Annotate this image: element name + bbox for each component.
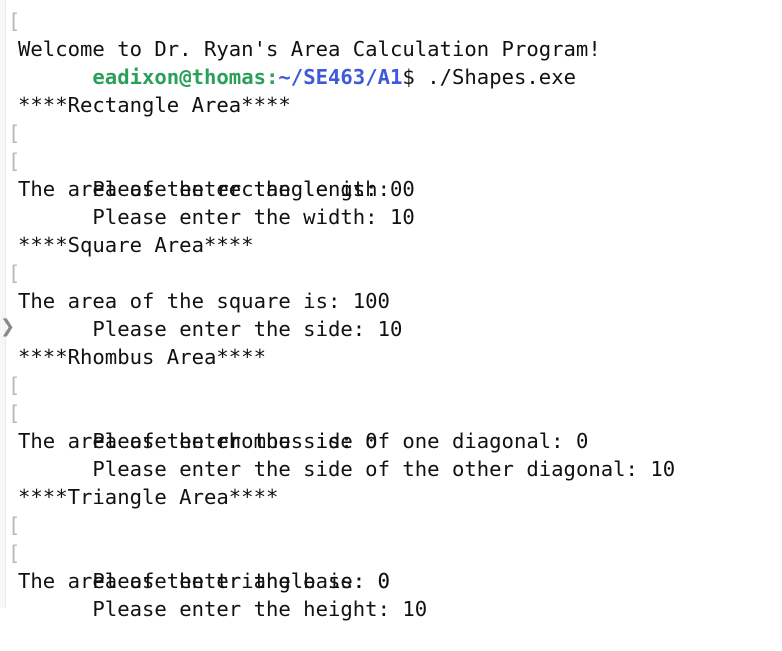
rhombus-diagonal1-prompt: [ Please enter the side of one diagonal:… <box>8 371 778 453</box>
input-marker: [ <box>8 261 21 285</box>
input-marker: [ <box>8 401 21 425</box>
square-side-text: Please enter the side: 10 <box>92 317 403 341</box>
input-marker: [ <box>8 513 21 537</box>
blank-line <box>18 63 778 91</box>
rhombus-header: ****Rhombus Area**** <box>18 345 266 369</box>
blank-line <box>18 315 778 343</box>
square-result: The area of the square is: 100 <box>18 289 390 313</box>
prompt-separator: : <box>266 65 279 89</box>
rectangle-width-prompt: [ Please enter the width: 10 <box>8 147 778 229</box>
welcome-line: Welcome to Dr. Ryan's Area Calculation P… <box>18 37 601 61</box>
rectangle-width-text: Please enter the width: 10 <box>92 205 415 229</box>
rectangle-length-prompt: [ Please enter the length: 0 <box>8 119 778 201</box>
blank-line <box>18 455 778 483</box>
chevron-right-icon[interactable]: ❯ <box>0 316 16 337</box>
command-line: [ eadixon@thomas:~/SE463/A1$ ./Shapes.ex… <box>8 7 778 89</box>
terminal-window[interactable]: ❯ [ eadixon@thomas:~/SE463/A1$ ./Shapes.… <box>0 0 782 621</box>
square-side-prompt: [ Please enter the side: 10 <box>8 259 778 341</box>
rectangle-length-text: Please enter the length: 0 <box>92 177 415 201</box>
command-text: ./Shapes.exe <box>414 65 576 89</box>
input-marker: [ <box>8 541 21 565</box>
rhombus-diagonal1-text: Please enter the side of one diagonal: 0 <box>92 429 589 453</box>
rhombus-diagonal2-text: Please enter the side of the other diago… <box>92 457 676 481</box>
prompt-path: ~/SE463/A1 <box>278 65 403 89</box>
window-edge <box>0 0 6 608</box>
input-marker: [ <box>8 121 21 145</box>
input-marker: [ <box>8 373 21 397</box>
prompt-user-host: eadixon@thomas <box>92 65 266 89</box>
rhombus-diagonal2-prompt: [ Please enter the side of the other dia… <box>8 399 778 481</box>
triangle-result: The area of the triangle is: 0 <box>18 569 390 593</box>
triangle-header: ****Triangle Area**** <box>18 485 279 509</box>
rectangle-result: The area of the rectangle is: 0 <box>18 177 403 201</box>
terminal-output: [ eadixon@thomas:~/SE463/A1$ ./Shapes.ex… <box>8 7 778 621</box>
blank-line <box>18 203 778 231</box>
triangle-base-text: Please enter the base: 0 <box>92 569 390 593</box>
rectangle-header: ****Rectangle Area**** <box>18 93 291 117</box>
square-header: ****Square Area**** <box>18 233 254 257</box>
triangle-height-text: Please enter the height: 10 <box>92 597 428 621</box>
input-marker: [ <box>8 149 21 173</box>
triangle-base-prompt: [ Please enter the base: 0 <box>8 511 778 593</box>
input-marker: [ <box>8 9 21 33</box>
triangle-height-prompt: [ Please enter the height: 10 <box>8 539 778 621</box>
prompt-symbol: $ <box>402 65 415 89</box>
rhombus-result: The area of the rhombus is: 0 <box>18 429 378 453</box>
